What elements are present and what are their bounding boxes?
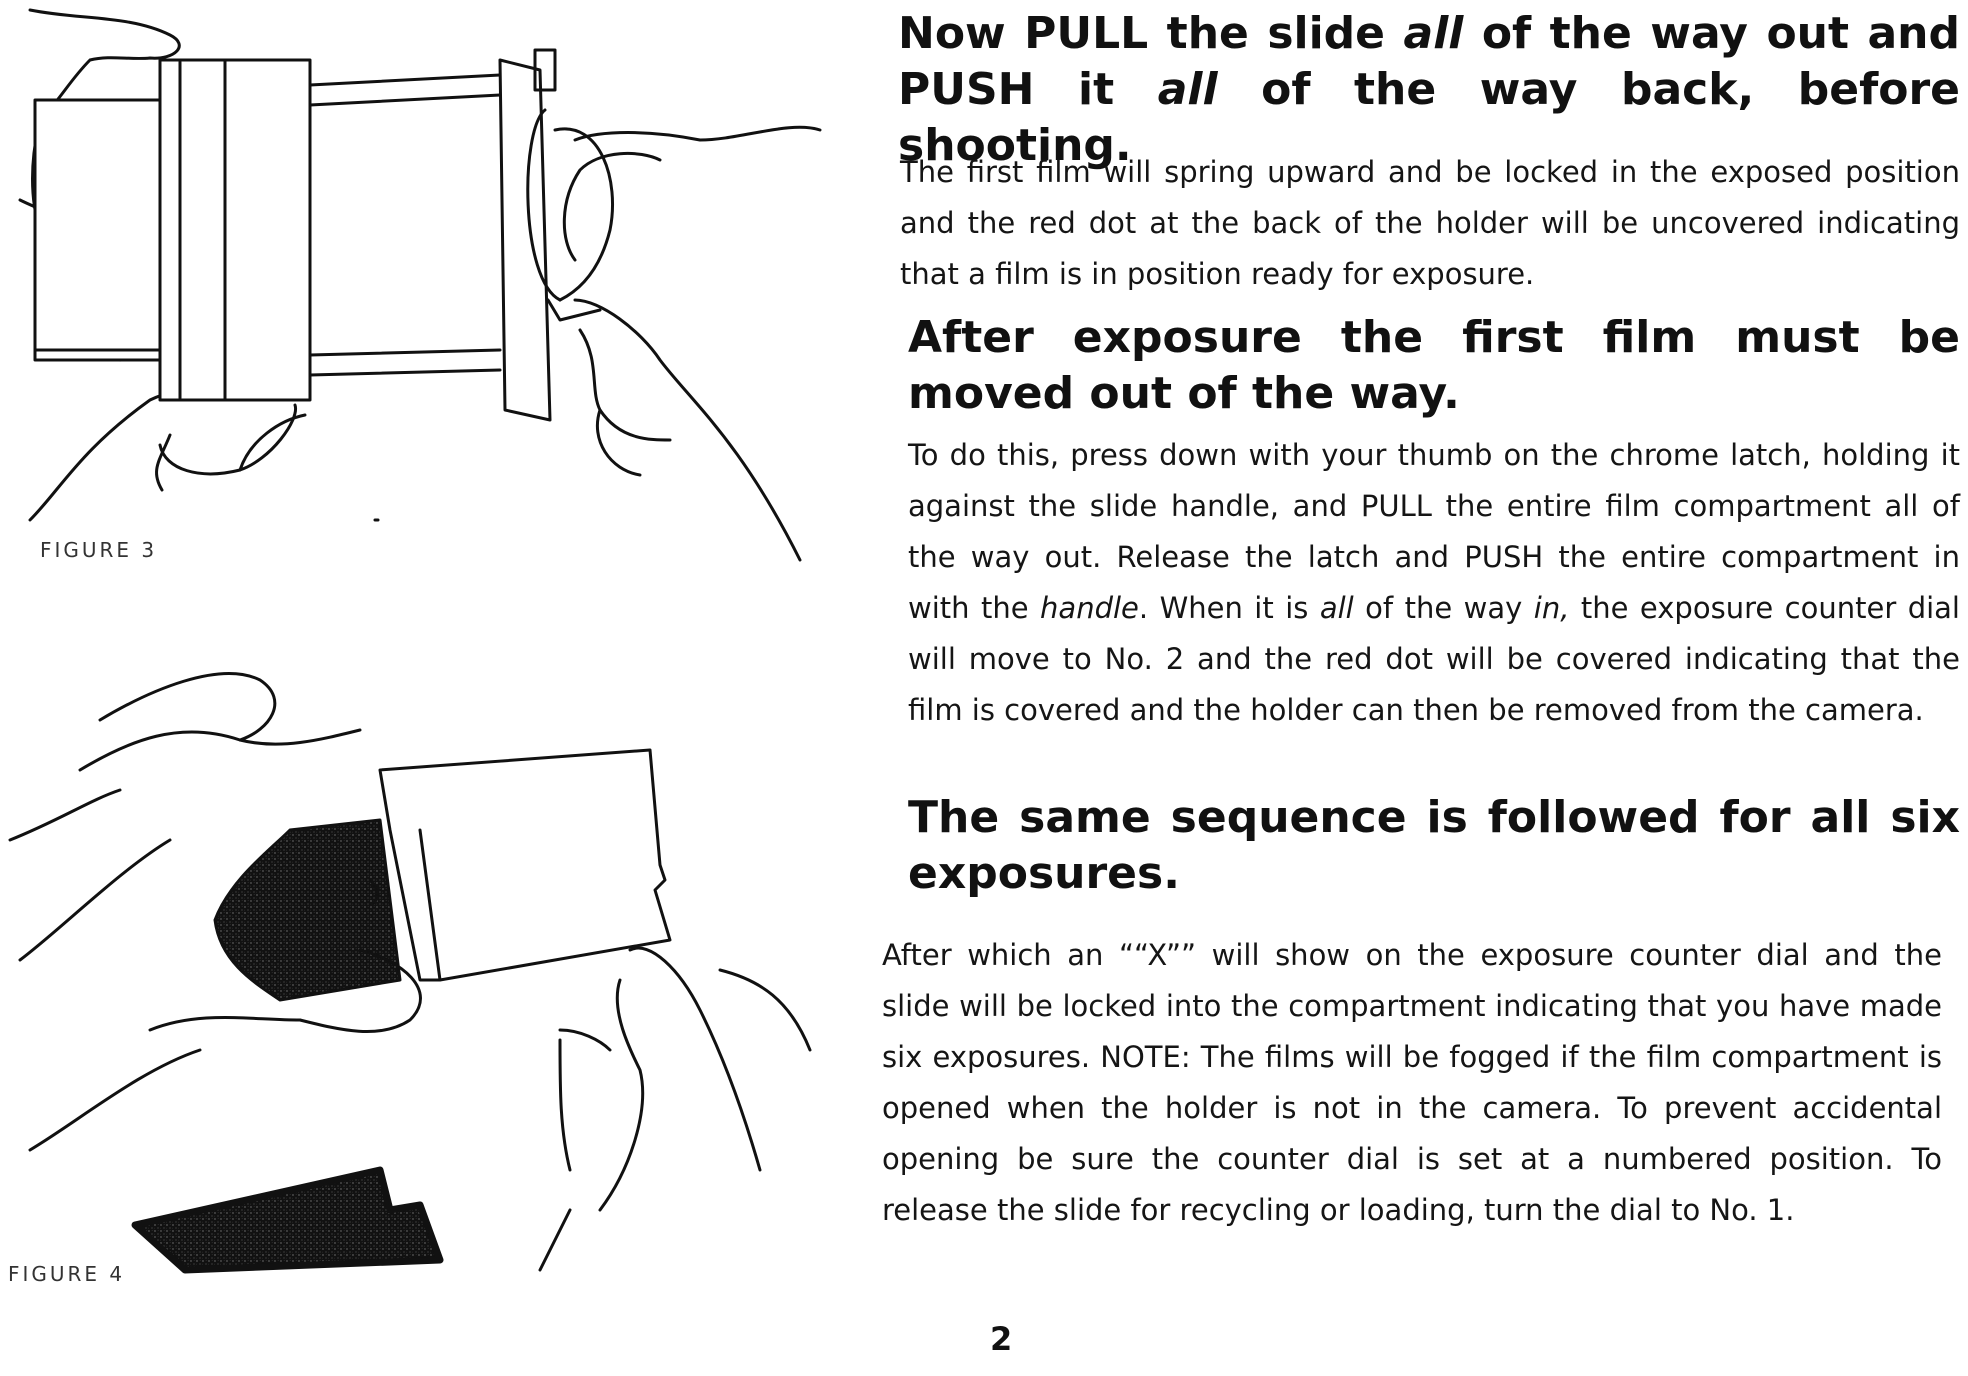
heading-same-sequence: The same sequence is followed for all si…	[908, 792, 1960, 899]
figure-4-caption: FIGURE 4	[8, 1262, 126, 1286]
figure-3-caption: FIGURE 3	[40, 538, 158, 562]
paragraph-first-film: The first film will spring upward and be…	[900, 155, 1960, 291]
figure-4-illustration	[0, 650, 830, 1300]
paragraph-six-exposures: After which an ““X”” will show on the ex…	[882, 938, 1942, 1227]
heading-pull-push: Now PULL the slide all of the way out an…	[898, 8, 1961, 171]
heading-after-exposure: After exposure the first film must be mo…	[908, 312, 1960, 419]
figure-3-illustration	[0, 0, 830, 575]
paragraph-move-film: To do this, press down with your thumb o…	[908, 438, 1960, 727]
page-number: 2	[990, 1320, 1013, 1358]
